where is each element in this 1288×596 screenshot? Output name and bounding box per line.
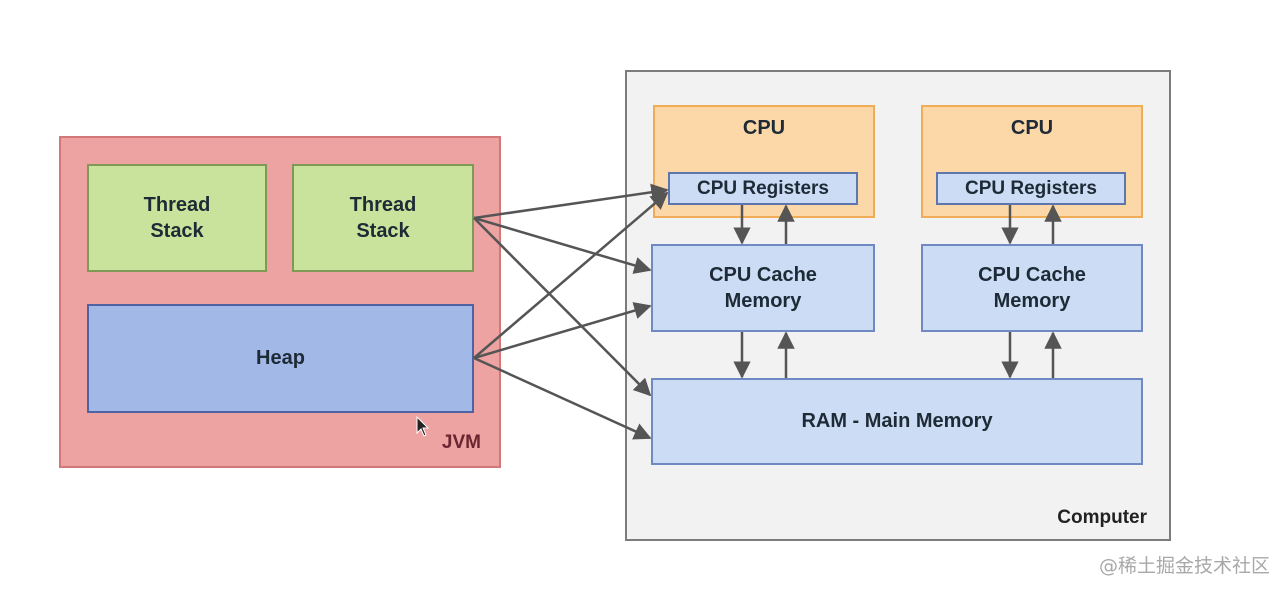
computer-label: Computer: [1057, 507, 1147, 528]
heap: Heap: [87, 304, 474, 413]
jvm-label: JVM: [441, 432, 481, 453]
watermark: @稀土掘金技术社区: [1098, 555, 1270, 577]
ram-main-memory: RAM - Main Memory: [651, 378, 1143, 465]
cpu-cache-2: CPU Cache Memory: [921, 244, 1143, 332]
thread-stack-1: Thread Stack: [87, 164, 267, 272]
cpu-cache-1: CPU Cache Memory: [651, 244, 875, 332]
thread-stack-2: Thread Stack: [292, 164, 474, 272]
mouse-cursor-icon: [416, 416, 430, 437]
cpu-2-title: CPU: [1010, 117, 1054, 139]
cpu-1-title: CPU: [742, 117, 786, 139]
cpu-registers-2: CPU Registers: [936, 172, 1126, 205]
cpu-registers-1: CPU Registers: [668, 172, 858, 205]
